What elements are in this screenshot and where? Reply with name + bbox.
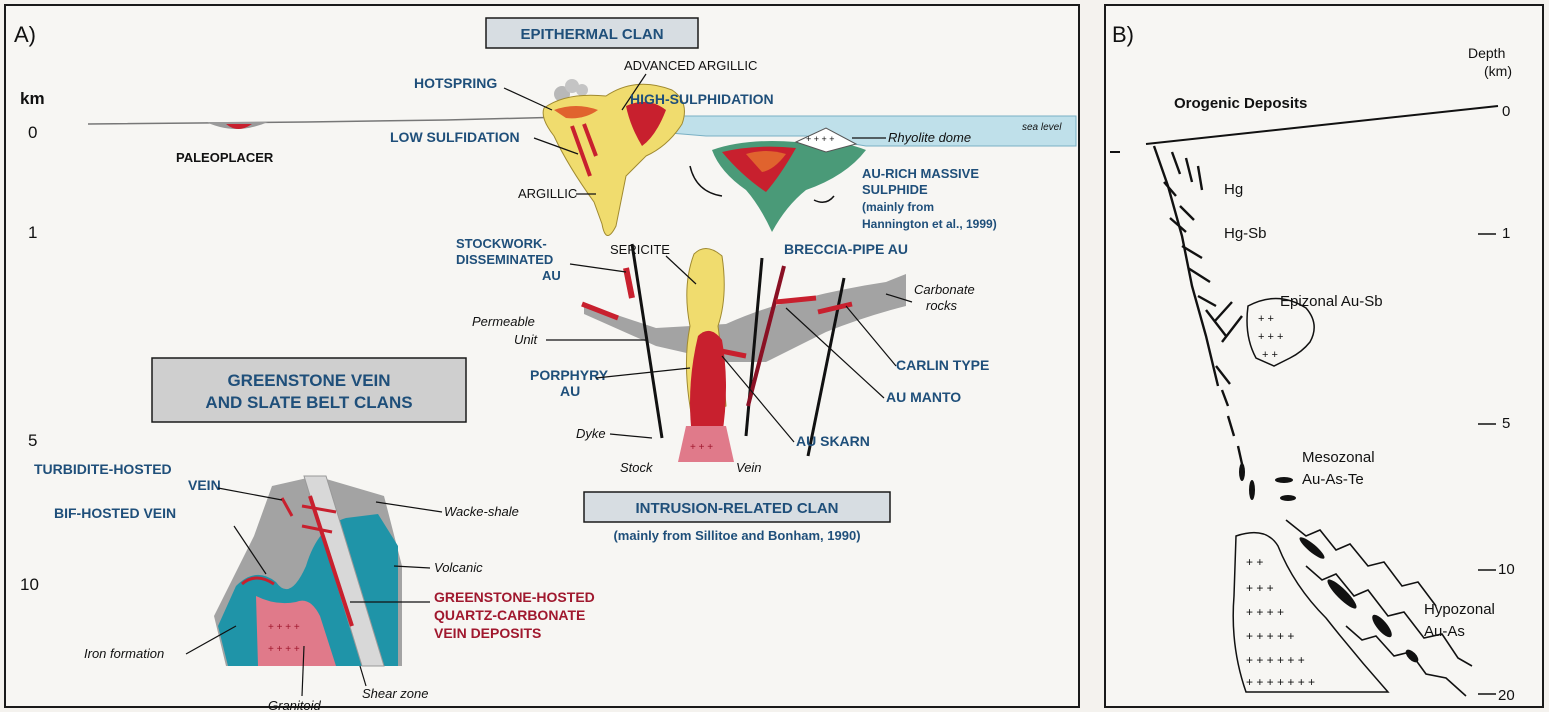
turbidite-hosted-label: TURBIDITE-HOSTED <box>34 461 172 477</box>
permeable-unit-label: Permeable <box>472 314 535 329</box>
intrusion-source-note: (mainly from Sillitoe and Bonham, 1990) <box>613 528 860 543</box>
rhyolite-dome-label: Rhyolite dome <box>888 130 971 145</box>
svg-text:VEIN DEPOSITS: VEIN DEPOSITS <box>434 625 541 641</box>
intrusion-clan-title: INTRUSION-RELATED CLAN <box>635 500 838 517</box>
surface-line <box>1110 106 1498 152</box>
granitoid-label: Granitoid <box>268 698 322 710</box>
svg-text:+ + + + +: + + + + + <box>1246 629 1294 643</box>
svg-text:AU: AU <box>560 383 580 399</box>
svg-text:DISSEMINATED: DISSEMINATED <box>456 252 553 267</box>
hg-sb-label: Hg-Sb <box>1224 225 1267 242</box>
carlin-type-label: CARLIN TYPE <box>896 357 989 373</box>
dyke-label: Dyke <box>576 426 606 441</box>
greenstone-clan-title-2: AND SLATE BELT CLANS <box>205 393 412 412</box>
argillic-label: ARGILLIC <box>518 186 577 201</box>
paleoplacer-label: PALEOPLACER <box>176 150 274 165</box>
high-sulphidation-label: HIGH-SULPHIDATION <box>630 91 774 107</box>
svg-text:+ + +: + + + <box>1246 581 1274 595</box>
svg-text:Hannington et al., 1999): Hannington et al., 1999) <box>862 217 997 231</box>
svg-text:rocks: rocks <box>926 298 958 313</box>
sea-shape <box>646 116 1076 146</box>
wacke-shale-label: Wacke-shale <box>444 504 519 519</box>
hypozonal-label-2: Au-As <box>1424 623 1465 640</box>
svg-text:AU: AU <box>542 268 561 283</box>
svg-text:Unit: Unit <box>514 332 539 347</box>
hotspring-label: HOTSPRING <box>414 75 497 91</box>
stockwork-disseminated-label: STOCKWORK- <box>456 236 547 251</box>
volcanic-label: Volcanic <box>434 560 483 575</box>
convection-arrow-left <box>690 166 722 196</box>
panel-b-label: B) <box>1112 22 1134 47</box>
epithermal-clan-title: EPITHERMAL CLAN <box>520 26 663 43</box>
depth-tick-0: 0 <box>28 123 37 142</box>
bif-hosted-label: BIF-HOSTED VEIN <box>54 505 176 521</box>
b-depth-tick-0: 0 <box>1502 103 1510 120</box>
carbonate-rocks-label: Carbonate <box>914 282 975 297</box>
mesozonal-label-2: Au-As-Te <box>1302 471 1364 488</box>
b-depth-tick-5: 5 <box>1502 415 1510 432</box>
porphyry-au-label: PORPHYRY <box>530 367 609 383</box>
convection-arrow-right <box>814 196 834 202</box>
svg-text:+ + + + + + +: + + + + + + + <box>1246 675 1315 689</box>
svg-text:+ + + +: + + + + <box>806 134 835 144</box>
breccia-pipe-label: BRECCIA-PIPE AU <box>784 241 908 257</box>
hg-label: Hg <box>1224 181 1243 198</box>
svg-text:VEIN: VEIN <box>188 477 221 493</box>
vein-label: Vein <box>736 460 762 475</box>
svg-text:+ + + + + +: + + + + + + <box>1246 653 1305 667</box>
au-rich-massive-label: AU-RICH MASSIVE <box>862 166 979 181</box>
svg-text:+ + +: + + + <box>1258 331 1283 343</box>
svg-text:+ +: + + <box>1246 555 1263 569</box>
panel-b-diagram: B) Depth (km) Orogenic Deposits 0 1 5 10… <box>1106 6 1546 710</box>
depth-title-2: (km) <box>1484 63 1512 79</box>
sea-level-label: sea level <box>1022 122 1062 133</box>
greenstone-clan-title-1: GREENSTONE VEIN <box>227 371 390 390</box>
depth-tick-5: 5 <box>28 431 37 450</box>
hypozonal-label-1: Hypozonal <box>1424 601 1495 618</box>
au-skarn-label: AU SKARN <box>796 433 870 449</box>
stock-label: Stock <box>620 460 654 475</box>
greenstone-hosted-label: GREENSTONE-HOSTED <box>434 589 595 605</box>
greenstone-clan-box <box>152 358 466 422</box>
svg-text:+ +: + + <box>1258 313 1274 325</box>
svg-text:+ + + +: + + + + <box>268 644 300 655</box>
epizonal-label: Epizonal Au-Sb <box>1280 293 1383 310</box>
depth-tick-10: 10 <box>20 575 39 594</box>
depth-unit-label: km <box>20 89 45 108</box>
mesozonal-label-1: Mesozonal <box>1302 449 1375 466</box>
panel-a-gold-deposit-clans: A) km 0 1 5 10 sea level PALEOPLACER EPI… <box>4 4 1080 708</box>
svg-text:+ + + +: + + + + <box>1246 605 1284 619</box>
panel-b-orogenic-depth: B) Depth (km) Orogenic Deposits 0 1 5 10… <box>1104 4 1544 708</box>
sericite-label: SERICITE <box>610 242 670 257</box>
low-sulfidation-label: LOW SULFIDATION <box>390 129 520 145</box>
au-manto-label: AU MANTO <box>886 389 961 405</box>
advanced-argillic-label: ADVANCED ARGILLIC <box>624 58 757 73</box>
depth-tick-1: 1 <box>28 223 37 242</box>
iron-formation-label: Iron formation <box>84 646 164 661</box>
panel-a-label: A) <box>14 22 36 47</box>
b-depth-tick-10: 10 <box>1498 561 1515 578</box>
svg-text:+ + +: + + + <box>690 442 713 453</box>
svg-text:QUARTZ-CARBONATE: QUARTZ-CARBONATE <box>434 607 585 623</box>
svg-text:+ +: + + <box>1262 349 1278 361</box>
b-depth-tick-20: 20 <box>1498 687 1515 704</box>
mesozonal-lenses <box>1239 463 1296 501</box>
depth-title-1: Depth <box>1468 45 1505 61</box>
orogenic-deposits-label: Orogenic Deposits <box>1174 95 1307 112</box>
b-depth-tick-1: 1 <box>1502 225 1510 242</box>
svg-text:+ + + +: + + + + <box>268 622 300 633</box>
svg-text:SULPHIDE: SULPHIDE <box>862 182 928 197</box>
panel-a-diagram: A) km 0 1 5 10 sea level PALEOPLACER EPI… <box>6 6 1082 710</box>
shear-zone-label: Shear zone <box>362 686 429 701</box>
svg-text:(mainly from: (mainly from <box>862 200 934 214</box>
